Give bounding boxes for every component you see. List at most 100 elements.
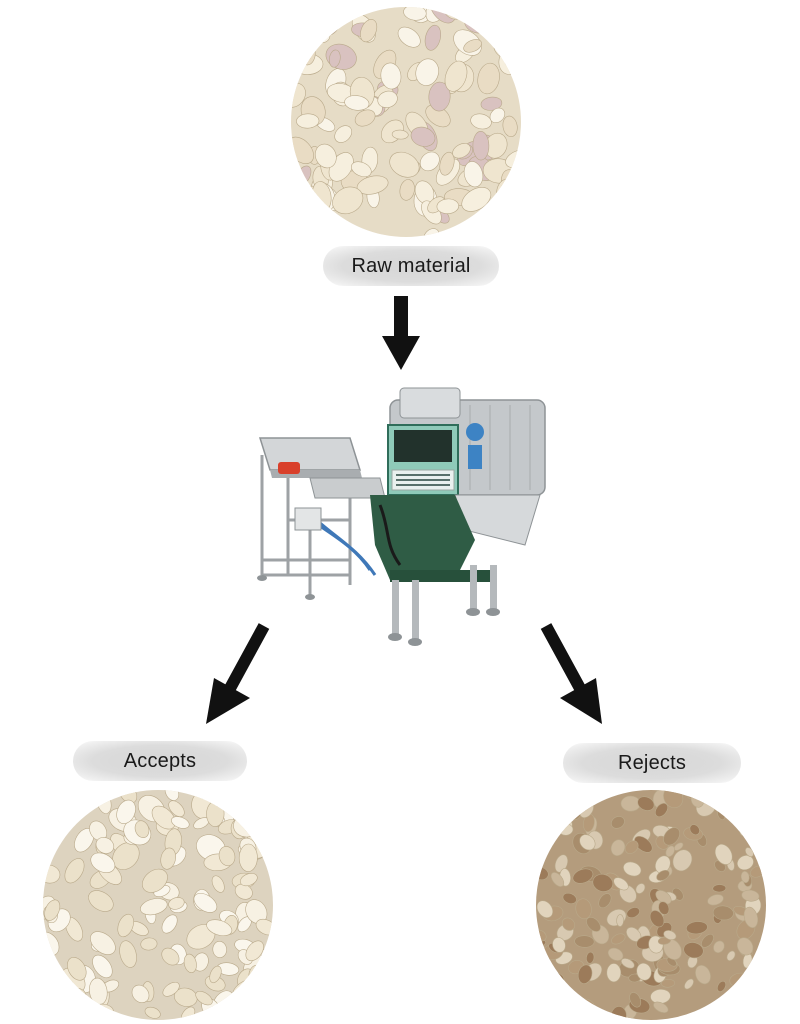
garlic-clove	[397, 26, 421, 48]
garlic-clove	[239, 873, 258, 887]
garlic-clove	[293, 221, 313, 235]
garlic-clove	[579, 834, 596, 851]
garlic-clove	[291, 82, 306, 108]
garlic-clove	[436, 198, 459, 215]
rejected-garlic-cloves	[536, 790, 766, 1020]
garlic-clove	[161, 914, 178, 934]
garlic-clove	[403, 7, 427, 21]
garlic-clove	[43, 999, 68, 1020]
garlic-clove	[502, 115, 518, 138]
garlic-clove	[44, 899, 61, 921]
garlic-clove	[623, 861, 642, 877]
garlic-clove	[328, 49, 341, 68]
garlic-clove	[174, 987, 198, 1007]
garlic-clove	[624, 840, 639, 854]
garlic-clove	[550, 872, 565, 887]
garlic-clove	[206, 800, 225, 827]
garlic-clove	[586, 951, 595, 964]
garlic-clove	[67, 957, 87, 981]
garlic-clove	[743, 906, 759, 928]
garlic-clove	[211, 875, 225, 893]
garlic-clove	[572, 868, 594, 884]
garlic-clove	[237, 1003, 256, 1020]
garlic-clove	[391, 129, 409, 140]
garlic-clove	[43, 825, 59, 844]
garlic-clove	[415, 58, 439, 86]
garlic-clove	[575, 898, 592, 920]
garlic-clove	[629, 992, 642, 1008]
arrow-down-right-icon	[530, 620, 610, 730]
garlic-clove	[452, 143, 471, 159]
garlic-clove	[88, 890, 114, 912]
color-sorter-machine	[240, 370, 560, 650]
garlic-clove	[193, 893, 218, 913]
garlic-clove	[463, 161, 484, 188]
garlic-clove	[736, 937, 754, 956]
arrow-down-icon	[380, 296, 424, 371]
garlic-clove	[296, 113, 320, 129]
garlic-clove	[209, 965, 222, 984]
garlic-clove	[626, 907, 640, 918]
garlic-clove	[238, 843, 258, 872]
garlic-clove	[140, 937, 158, 951]
garlic-clove	[689, 824, 700, 836]
garlic-clove	[344, 95, 370, 111]
raw-garlic-cloves	[291, 7, 521, 237]
garlic-clove	[245, 940, 264, 962]
garlic-clove	[171, 816, 190, 829]
garlic-clove	[162, 981, 180, 997]
garlic-clove	[613, 877, 629, 891]
garlic-clove	[332, 186, 364, 215]
garlic-clove	[168, 800, 185, 817]
garlic-clove	[726, 950, 736, 961]
garlic-clove	[621, 958, 635, 969]
garlic-clove	[325, 218, 344, 237]
garlic-clove	[695, 965, 711, 985]
garlic-clove	[661, 978, 675, 988]
garlic-clove	[248, 808, 265, 829]
garlic-clove	[428, 81, 451, 112]
garlic-clove	[701, 933, 714, 948]
garlic-clove	[552, 937, 566, 953]
garlic-clove	[544, 979, 553, 993]
garlic-clove	[354, 109, 376, 127]
garlic-clove	[502, 193, 520, 216]
garlic-clove	[142, 868, 168, 893]
garlic-clove	[740, 871, 750, 883]
garlic-clove	[235, 790, 258, 807]
arrow-down-left-icon	[200, 620, 280, 730]
garlic-clove	[737, 855, 754, 871]
garlic-clove	[611, 933, 626, 945]
accepted-garlic-cloves	[43, 790, 273, 1020]
garlic-clove	[116, 799, 136, 824]
rejects-image	[536, 790, 766, 1020]
raw-material-image	[291, 7, 521, 237]
garlic-clove	[424, 24, 442, 51]
garlic-clove	[168, 897, 185, 910]
garlic-clove	[64, 790, 89, 806]
garlic-clove	[737, 986, 757, 1004]
garlic-clove	[239, 1001, 268, 1020]
garlic-clove	[656, 869, 670, 881]
garlic-clove	[536, 800, 551, 822]
garlic-clove	[649, 910, 665, 928]
garlic-clove	[161, 947, 180, 966]
garlic-clove	[183, 953, 197, 973]
garlic-clove	[444, 60, 468, 92]
garlic-clove	[741, 889, 760, 902]
garlic-clove	[222, 1008, 240, 1020]
garlic-clove	[653, 1001, 669, 1013]
garlic-clove	[751, 982, 763, 995]
garlic-clove	[43, 801, 63, 823]
garlic-clove	[399, 179, 415, 201]
garlic-clove	[742, 1011, 754, 1020]
garlic-clove	[714, 843, 733, 865]
garlic-clove	[218, 846, 236, 867]
garlic-clove	[536, 955, 545, 968]
garlic-clove	[598, 893, 612, 909]
garlic-clove	[658, 901, 670, 915]
garlic-clove	[291, 16, 317, 45]
garlic-clove	[564, 790, 577, 797]
garlic-clove	[232, 793, 249, 813]
garlic-clove	[477, 62, 500, 95]
